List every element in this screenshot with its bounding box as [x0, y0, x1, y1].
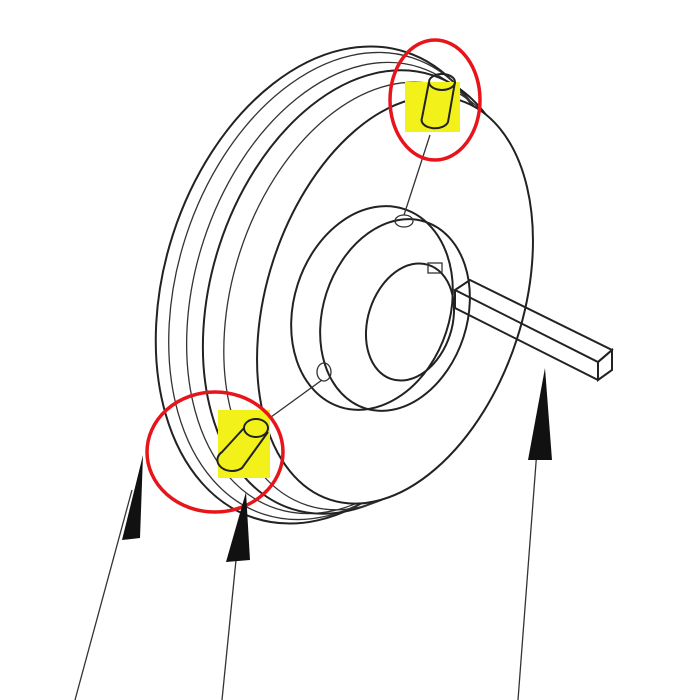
set-screw-top [405, 73, 460, 132]
keyway [427, 262, 443, 274]
set-screw-hole-bottom [316, 362, 332, 382]
pulley-hub [259, 134, 471, 426]
pulley-face [201, 69, 534, 515]
callout-arrow-rim [74, 455, 143, 700]
callout-arrow-set-screw [221, 492, 250, 700]
highlight-circle-bottom [145, 390, 285, 514]
highlight-circle-top [388, 38, 482, 162]
set-screw-bottom [216, 410, 270, 478]
shaft-key [453, 278, 614, 382]
callout-arrow-key [517, 368, 552, 700]
